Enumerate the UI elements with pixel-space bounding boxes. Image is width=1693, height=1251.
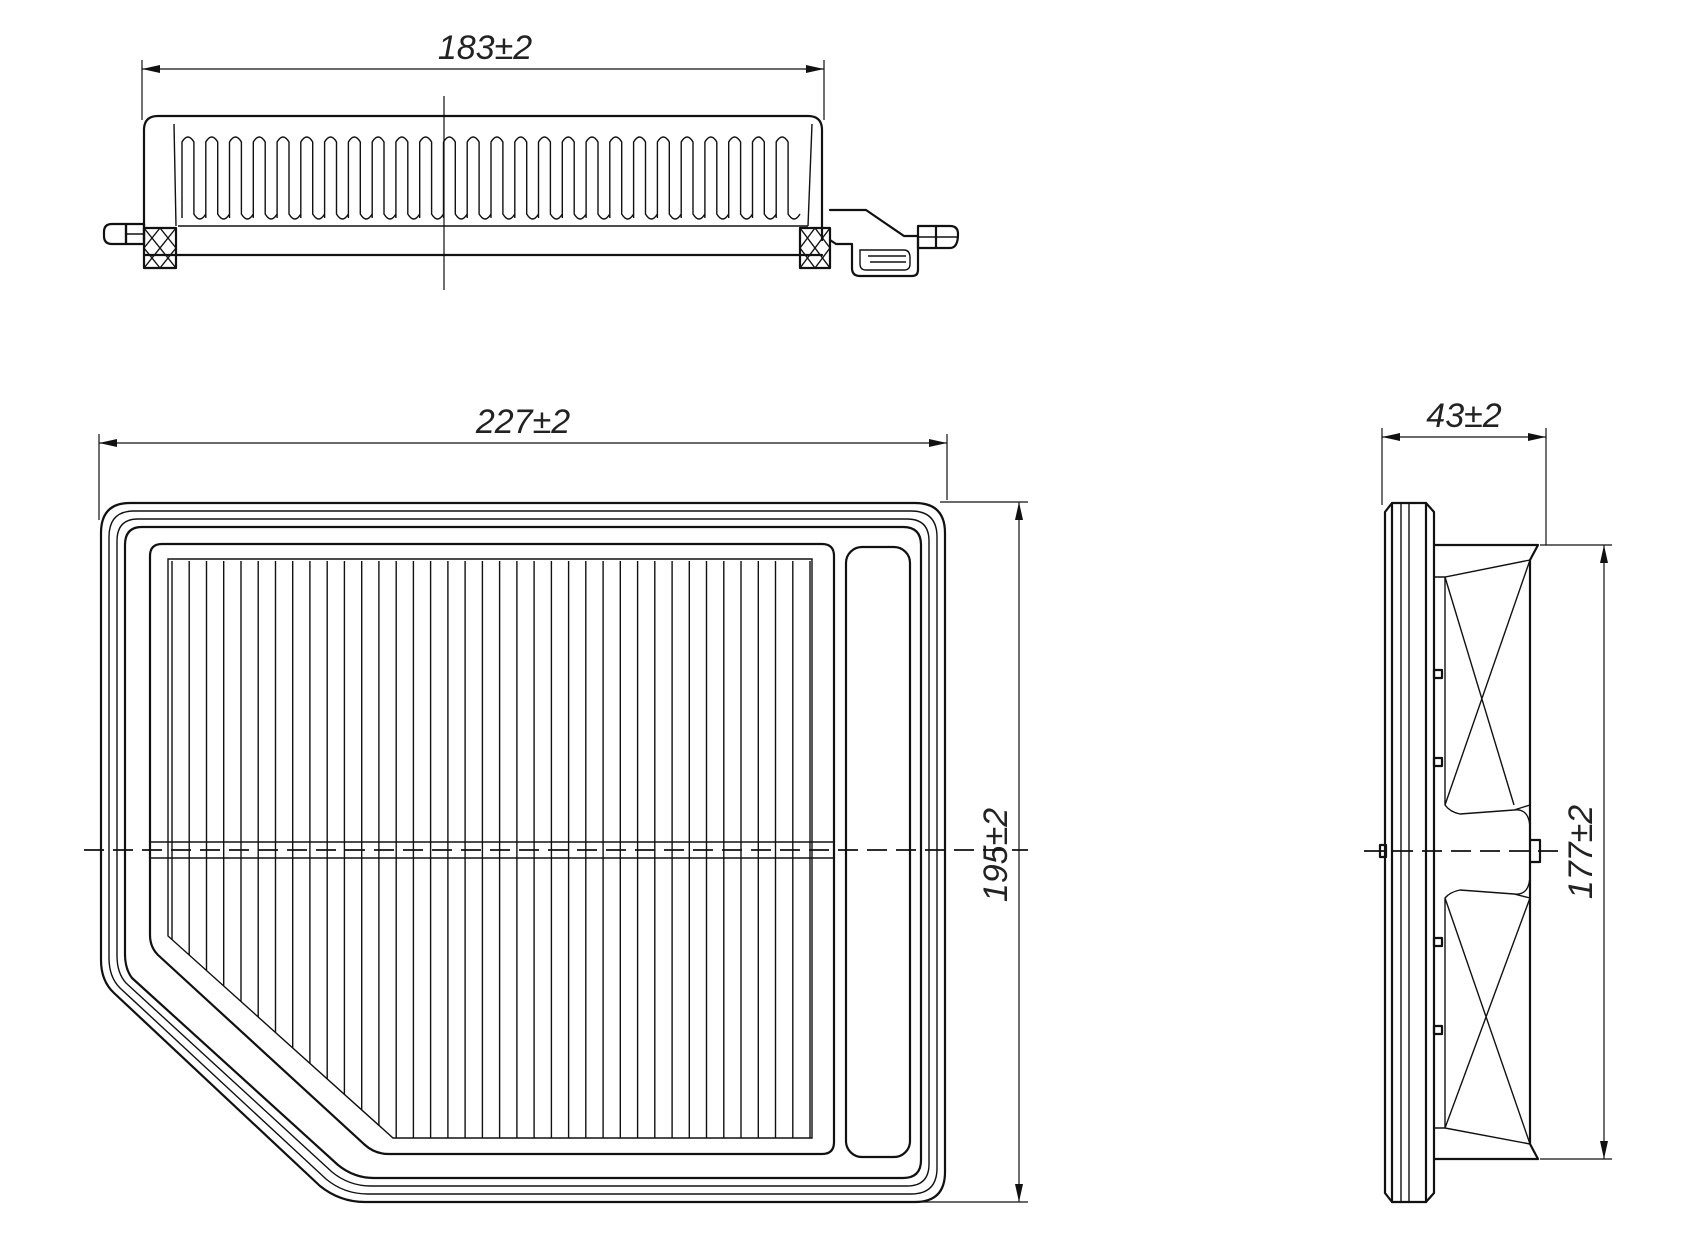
side-height-label: 177±2 — [1562, 805, 1600, 899]
front-width-label: 227±2 — [475, 403, 570, 441]
top-housing — [142, 114, 824, 242]
media-frame-outer — [148, 542, 836, 1156]
side-slot — [844, 545, 912, 1159]
side-height-dimension: 177±2 — [1540, 544, 1612, 1160]
front-view: 227±2 195±2 — [84, 403, 1028, 1204]
frame-outline-3 — [116, 518, 930, 1187]
front-height-dimension: 195±2 — [905, 501, 1028, 1203]
side-housing — [1432, 543, 1540, 1161]
side-view: 43±2 177±2 — [1364, 397, 1612, 1204]
left-gasket — [102, 222, 178, 270]
top-width-dimension: 183±2 — [141, 29, 825, 120]
side-struts — [1444, 559, 1531, 1145]
front-height-label: 195±2 — [977, 808, 1015, 902]
top-pleats — [181, 136, 801, 220]
frame-outline-2 — [108, 510, 938, 1195]
right-gasket — [798, 208, 960, 278]
frame-outline-1 — [99, 501, 947, 1204]
frame-outline-4 — [123, 525, 923, 1180]
front-width-dimension: 227±2 — [98, 403, 948, 520]
side-depth-label: 43±2 — [1426, 397, 1501, 435]
media-frame-inner — [167, 558, 813, 1139]
top-view: 183±2 — [102, 29, 960, 290]
top-width-label: 183±2 — [438, 29, 532, 67]
side-depth-dimension: 43±2 — [1381, 397, 1547, 545]
